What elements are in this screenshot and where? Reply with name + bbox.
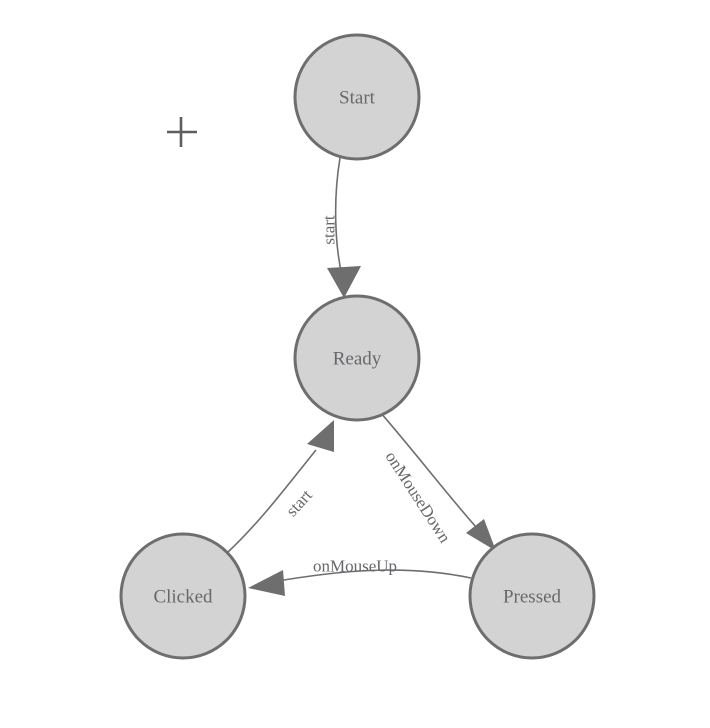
node-ready-label: Ready [333, 349, 382, 370]
node-pressed-circle[interactable] [468, 532, 596, 660]
edge-label-ready-to-pressed: onMouseDown [381, 448, 454, 547]
edge-label-start-to-ready: start [320, 215, 339, 245]
edge-pressed-to-clicked[interactable]: onMouseUp [248, 557, 472, 597]
edge-label-pressed-to-clicked: onMouseUp [313, 557, 397, 576]
arrowhead-clicked-right [248, 570, 285, 596]
node-clicked[interactable]: Clicked [119, 532, 247, 660]
arrowhead-ready-bottomleft [307, 420, 334, 452]
node-clicked-label: Clicked [153, 587, 213, 608]
node-start-circle[interactable] [293, 33, 421, 161]
node-pressed-label: Pressed [503, 587, 562, 608]
node-start[interactable]: Start [293, 33, 421, 161]
edge-clicked-to-ready[interactable]: start [227, 420, 334, 553]
arrowhead-pressed-topleft [466, 519, 496, 551]
edge-start-to-ready[interactable]: start [320, 157, 362, 298]
node-pressed[interactable]: Pressed [468, 532, 596, 660]
node-ready[interactable]: Ready [293, 294, 421, 422]
node-ready-circle[interactable] [293, 294, 421, 422]
arrowhead-ready-top [327, 266, 361, 298]
node-clicked-circle[interactable] [119, 532, 247, 660]
node-start-label: Start [339, 88, 376, 109]
plus-icon [167, 117, 197, 147]
edge-ready-to-pressed[interactable]: onMouseDown [379, 411, 496, 551]
edge-label-clicked-to-ready: start [282, 486, 316, 521]
